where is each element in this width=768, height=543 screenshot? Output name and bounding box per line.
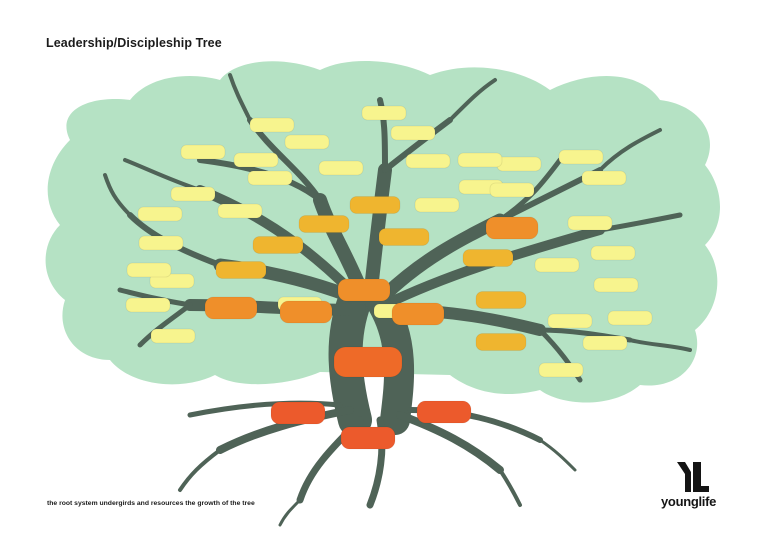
leaves-box-11 bbox=[581, 170, 627, 186]
leaves-box-5 bbox=[180, 144, 226, 160]
inner-branches-box-4 bbox=[204, 296, 258, 320]
leaves-box-14 bbox=[137, 206, 183, 222]
leaves-box-22 bbox=[125, 297, 171, 313]
leaves-box-19 bbox=[534, 257, 580, 273]
leaves-box-15 bbox=[217, 203, 263, 219]
outer-branches-box-3 bbox=[378, 228, 430, 246]
leaves-box-20 bbox=[590, 245, 636, 261]
leaves-box-16 bbox=[414, 197, 460, 213]
leaves-box-18 bbox=[138, 235, 184, 251]
roots-box-1 bbox=[270, 401, 326, 425]
outer-branches-box-6 bbox=[462, 249, 514, 267]
leaves-box-25 bbox=[150, 328, 196, 344]
leaves-box-2 bbox=[249, 117, 295, 133]
leaves-box-9 bbox=[496, 156, 542, 172]
trunk-box-1 bbox=[333, 346, 403, 378]
inner-branches-box-2 bbox=[279, 300, 333, 324]
outer-branches-box-2 bbox=[298, 215, 350, 233]
tree-roots bbox=[178, 400, 577, 527]
leaves-box-21 bbox=[149, 273, 195, 289]
leaves-box-27 bbox=[538, 362, 584, 378]
inner-branches-box-5 bbox=[485, 216, 539, 240]
leaves-box-34 bbox=[457, 152, 503, 168]
roots-box-3 bbox=[340, 426, 396, 450]
younglife-logo-icon bbox=[677, 462, 709, 492]
leaves-box-23 bbox=[593, 277, 639, 293]
leaves-box-7 bbox=[318, 160, 364, 176]
page-title: Leadership/Discipleship Tree bbox=[46, 36, 222, 50]
leaves-box-12 bbox=[170, 186, 216, 202]
inner-branches-box-3 bbox=[391, 302, 445, 326]
roots-box-2 bbox=[416, 400, 472, 424]
leaves-box-4 bbox=[284, 134, 330, 150]
brand-wordmark: younglife bbox=[661, 494, 717, 509]
leaves-box-24 bbox=[547, 313, 593, 329]
outer-branches-box-5 bbox=[215, 261, 267, 279]
inner-branches-box-1 bbox=[337, 278, 391, 302]
leaves-box-3 bbox=[390, 125, 436, 141]
leaves-box-17 bbox=[567, 215, 613, 231]
leaves-box-32 bbox=[126, 262, 172, 278]
leaves-box-26 bbox=[582, 335, 628, 351]
leaves-box-6 bbox=[233, 152, 279, 168]
outer-branches-box-4 bbox=[252, 236, 304, 254]
footer-caption: the root system undergirds and resources… bbox=[47, 500, 255, 507]
outer-branches-box-7 bbox=[475, 291, 527, 309]
leaves-box-8 bbox=[405, 153, 451, 169]
outer-branches-box-1 bbox=[349, 196, 401, 214]
leaves-box-33 bbox=[607, 310, 653, 326]
leaves-box-31 bbox=[247, 170, 293, 186]
leaves-box-1 bbox=[361, 105, 407, 121]
outer-branches-box-8 bbox=[475, 333, 527, 351]
leaves-box-30 bbox=[489, 182, 535, 198]
leaves-box-10 bbox=[558, 149, 604, 165]
